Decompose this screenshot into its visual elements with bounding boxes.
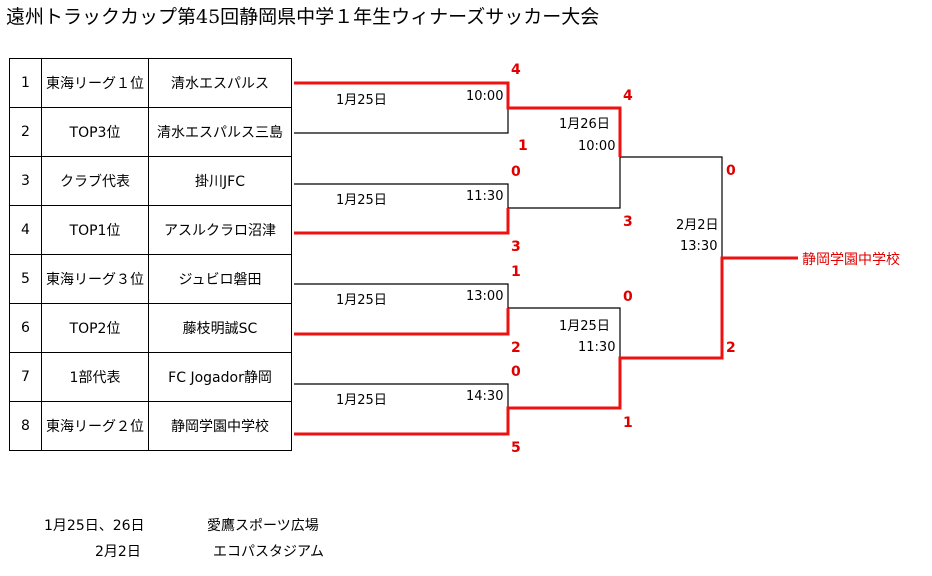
team-row: 8 東海リーグ２位 静岡学園中学校 — [9, 401, 292, 451]
bracket-line — [508, 307, 621, 358]
qualification: TOP1位 — [41, 205, 149, 255]
match-time: 13:00 — [466, 289, 504, 304]
match-time: 11:30 — [466, 189, 504, 204]
match-time: 14:30 — [466, 389, 504, 404]
team-row: 5 東海リーグ３位 ジュビロ磐田 — [9, 254, 292, 304]
match-date: 1月25日 — [336, 93, 387, 108]
match-date: 1月25日 — [336, 193, 387, 208]
match-time: 10:00 — [578, 139, 616, 154]
winner-line — [294, 208, 510, 235]
qualification: 東海リーグ３位 — [41, 254, 149, 304]
qualification: 東海リーグ１位 — [41, 58, 149, 108]
seed-number: 8 — [9, 401, 42, 451]
match-date: 1月25日 — [336, 293, 387, 308]
team-name: 藤枝明誠SC — [148, 303, 292, 353]
team-name: FC Jogador静岡 — [148, 352, 292, 402]
champion-name: 静岡学園中学校 — [802, 252, 900, 268]
team-row: 3 クラブ代表 掛川JFC — [9, 156, 292, 206]
team-name: アスルクラロ沼津 — [148, 205, 292, 255]
bracket-line — [294, 383, 509, 408]
match-score: 1 — [518, 138, 528, 154]
match-score: 3 — [511, 239, 521, 255]
match-score: 0 — [511, 164, 521, 180]
seed-number: 6 — [9, 303, 42, 353]
match-score: 1 — [511, 264, 521, 280]
loser-paths — [294, 108, 723, 408]
page-title: 遠州トラックカップ第45回静岡県中学１年生ウィナーズサッカー大会 — [6, 6, 600, 28]
match-score: 4 — [623, 88, 633, 104]
winner-line — [294, 81, 622, 157]
team-row: 1 東海リーグ１位 清水エスパルス — [9, 58, 292, 108]
qualification: クラブ代表 — [41, 156, 149, 206]
match-score: 0 — [726, 163, 736, 179]
match-score: 0 — [511, 364, 521, 380]
seed-number: 5 — [9, 254, 42, 304]
qualification: TOP3位 — [41, 107, 149, 157]
match-time: 11:30 — [578, 340, 616, 355]
match-score: 2 — [511, 340, 521, 356]
venue-dates: 1月25日、26日 — [44, 518, 145, 534]
team-name: 清水エスパルス三島 — [148, 107, 292, 157]
team-table: 1 東海リーグ１位 清水エスパルス 2 TOP3位 清水エスパルス三島 3 クラ… — [9, 58, 292, 451]
match-score: 2 — [726, 340, 736, 356]
match-score: 3 — [623, 214, 633, 230]
team-name: 掛川JFC — [148, 156, 292, 206]
match-date: 2月2日 — [676, 218, 719, 233]
seed-number: 3 — [9, 156, 42, 206]
team-row: 6 TOP2位 藤枝明誠SC — [9, 303, 292, 353]
team-row: 7 1部代表 FC Jogador静岡 — [9, 352, 292, 402]
match-date: 1月25日 — [559, 319, 610, 334]
venue-name: 愛鷹スポーツ広場 — [207, 518, 319, 534]
qualification: 1部代表 — [41, 352, 149, 402]
venue-name: エコパスタジアム — [213, 544, 325, 560]
team-name: ジュビロ磐田 — [148, 254, 292, 304]
match-date: 1月26日 — [559, 117, 610, 132]
bracket-line — [508, 157, 621, 209]
bracket-line — [294, 283, 509, 308]
team-name: 静岡学園中学校 — [148, 401, 292, 451]
bracket-line — [294, 108, 509, 134]
match-score: 1 — [623, 415, 633, 431]
team-name: 清水エスパルス — [148, 58, 292, 108]
match-date: 1月25日 — [336, 393, 387, 408]
qualification: TOP2位 — [41, 303, 149, 353]
winner-line — [294, 308, 510, 336]
team-row: 2 TOP3位 清水エスパルス三島 — [9, 107, 292, 157]
venue-dates: 2月2日 — [95, 544, 141, 560]
match-score: 5 — [511, 440, 521, 456]
seed-number: 7 — [9, 352, 42, 402]
match-score: 4 — [511, 62, 521, 78]
team-row: 4 TOP1位 アスルクラロ沼津 — [9, 205, 292, 255]
winner-line — [294, 256, 798, 436]
bracket-line — [294, 183, 509, 208]
match-time: 10:00 — [466, 89, 504, 104]
bracket-line — [620, 156, 723, 258]
seed-number: 2 — [9, 107, 42, 157]
match-score: 0 — [623, 289, 633, 305]
match-time: 13:30 — [680, 239, 718, 254]
winner-paths — [294, 81, 798, 436]
